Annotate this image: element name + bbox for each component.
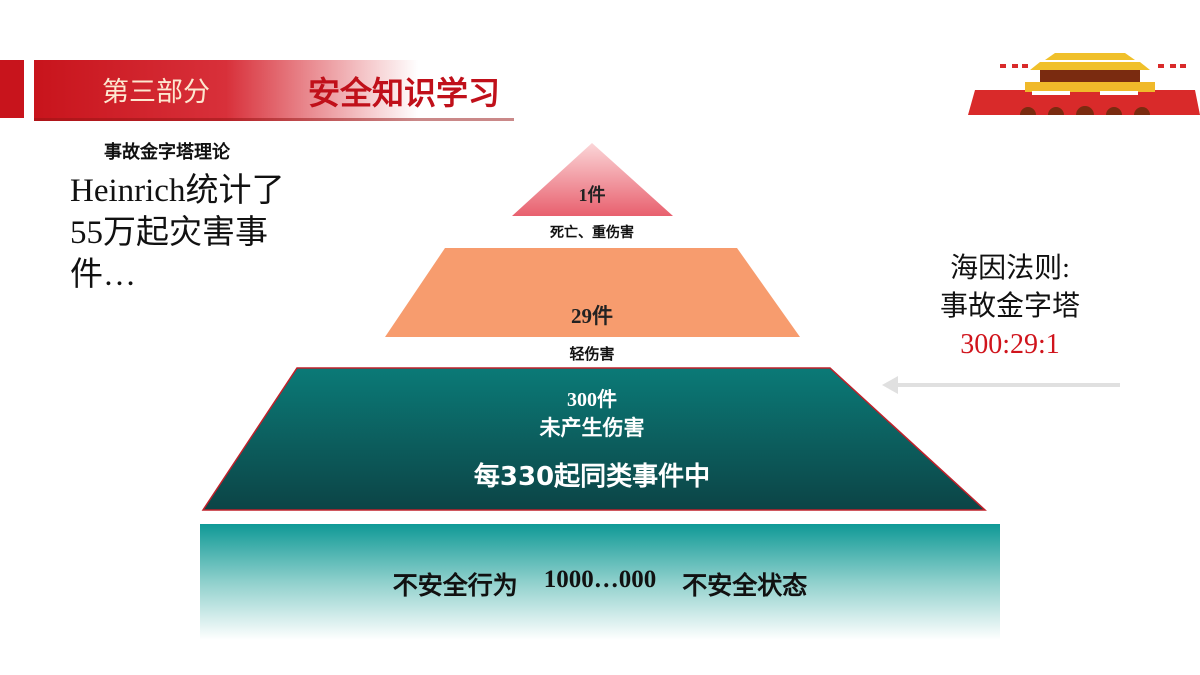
top-count: 1件	[578, 185, 606, 205]
base-left: 不安全行为	[392, 571, 518, 600]
middle-label: 轻伤害	[569, 345, 615, 363]
arrow-icon	[882, 376, 1120, 394]
middle-count: 29件	[571, 304, 613, 328]
bottom-label: 未产生伤害	[539, 416, 645, 440]
base-right: 不安全状态	[682, 571, 808, 600]
pyramid-bottom-tier	[201, 367, 987, 511]
pyramid-middle-tier	[385, 248, 800, 337]
section-label: 第三部分	[102, 77, 210, 108]
subtitle: 事故金字塔理论	[104, 142, 230, 163]
lead-text: Heinrich统计了55万起灾害事件…	[70, 173, 285, 293]
rule-ratio: 300:29:1	[960, 329, 1060, 360]
bottom-summary: 每330起同类事件中	[473, 462, 711, 492]
pyramid-top-tier	[512, 143, 673, 216]
rule-caption: 海因法则: 事故金字塔 300:29:1	[930, 250, 1090, 364]
rule-line1: 海因法则:	[950, 253, 1070, 284]
tiananmen-icon	[968, 53, 1200, 115]
accent-bar	[0, 60, 24, 118]
base-middle: 1000…000	[543, 566, 657, 593]
pyramid-base	[200, 524, 1000, 640]
bottom-count: 300件	[567, 389, 617, 411]
rule-line2: 事故金字塔	[939, 291, 1080, 322]
header-banner	[34, 60, 514, 121]
page-title: 安全知识学习	[308, 74, 501, 112]
top-label: 死亡、重伤害	[550, 225, 634, 241]
base-text: 不安全行为 1000…000 不安全状态	[200, 566, 1000, 602]
